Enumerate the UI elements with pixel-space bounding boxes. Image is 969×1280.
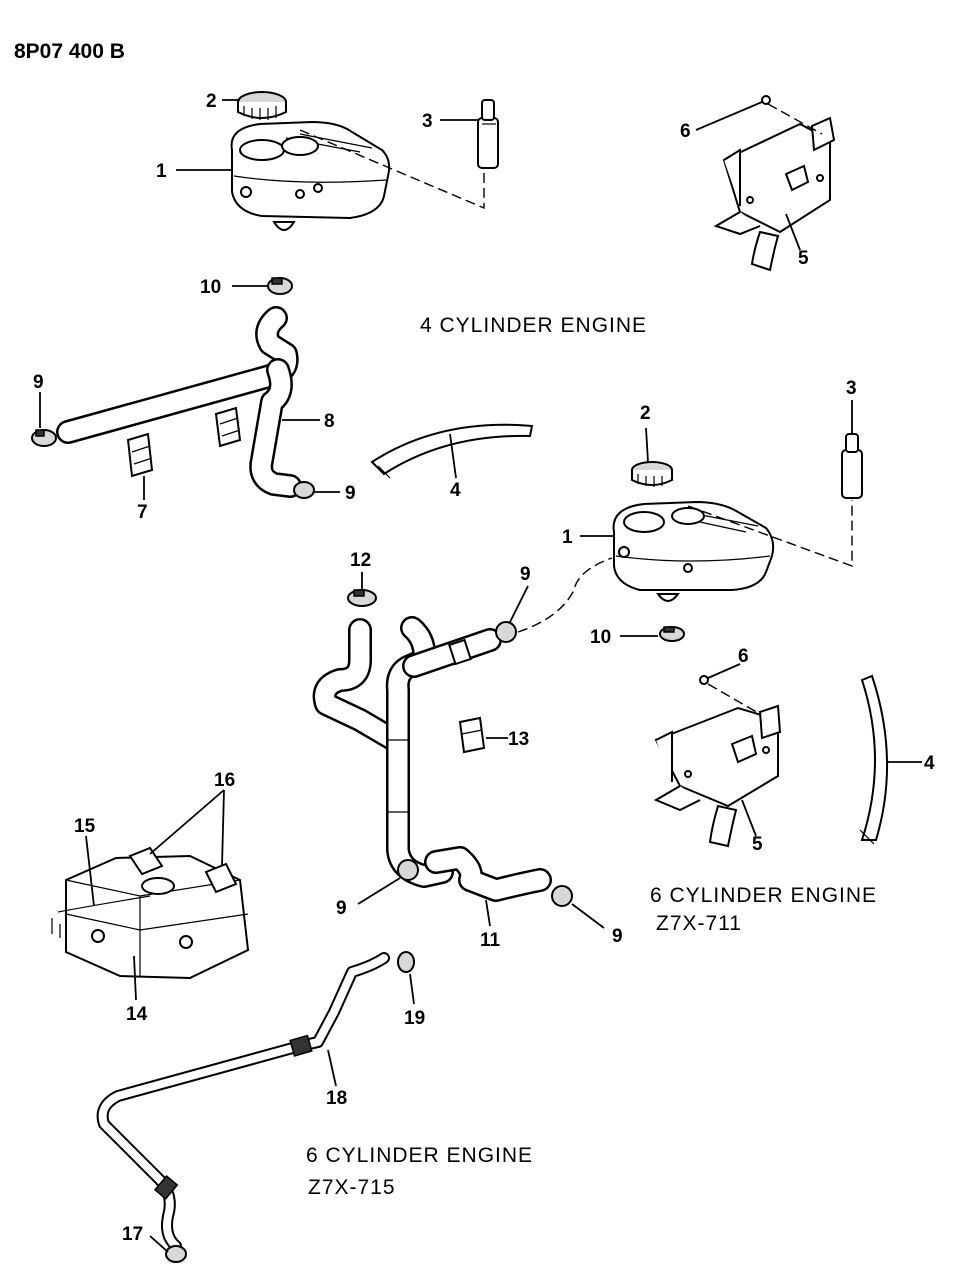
callout-4-upper: 4	[450, 480, 461, 501]
callout-9-left: 9	[33, 372, 44, 393]
callout-10-upper: 10	[200, 277, 221, 298]
callout-10-lower: 10	[590, 627, 611, 648]
heater-hose-4cyl	[56, 306, 302, 498]
caption-4-cylinder: 4 CYLINDER ENGINE	[420, 314, 647, 337]
hose-clamp-9-upper	[495, 621, 517, 643]
callout-14: 14	[126, 1004, 148, 1025]
reservoir-cap-6cyl	[631, 461, 673, 487]
hose-clip-13	[458, 716, 486, 754]
hold-down-strap-4cyl	[370, 423, 534, 479]
hose-clamp-9-lower-left	[397, 859, 419, 881]
callout-9-lower-left: 9	[336, 898, 347, 919]
callout-13: 13	[508, 729, 529, 750]
callout-9-mid: 9	[345, 483, 356, 504]
callout-9-upper-right: 9	[520, 564, 531, 585]
callout-5-lower: 5	[752, 834, 763, 855]
callout-7: 7	[137, 502, 148, 523]
callout-3-lower: 3	[846, 378, 857, 399]
overflow-hose-18	[96, 952, 390, 1252]
callout-5-upper: 5	[798, 248, 809, 269]
caption-code-a: Z7X-711	[656, 912, 742, 935]
heater-hose-6cyl	[312, 616, 552, 902]
level-sensor-6cyl	[841, 433, 863, 499]
callout-15: 15	[74, 816, 96, 837]
callout-2-upper: 2	[206, 91, 217, 112]
level-sensor-4cyl	[477, 99, 499, 169]
reservoir-bracket-6cyl	[653, 704, 782, 848]
callout-3-upper: 3	[422, 111, 433, 132]
hose-clamp-10-4cyl	[267, 277, 293, 295]
hose-clamp-9-mid	[293, 481, 315, 499]
callout-8: 8	[324, 411, 335, 432]
hold-down-strap-6cyl	[859, 674, 889, 845]
leader-lines	[39, 99, 922, 1253]
callout-4-lower: 4	[924, 753, 935, 774]
bolt-6cyl	[699, 675, 709, 685]
reservoir-bracket-4cyl	[713, 116, 836, 272]
callout-9-lower-right: 9	[612, 926, 623, 947]
hose-clamp-10-6cyl	[659, 626, 685, 642]
caption-6-cylinder-b: 6 CYLINDER ENGINE	[306, 1144, 533, 1167]
hose-clamp-9-left	[31, 429, 57, 447]
callout-11: 11	[480, 930, 501, 951]
callout-2-lower: 2	[640, 403, 651, 424]
callout-6-lower: 6	[738, 646, 749, 667]
callout-numbers: 1 2 3 6 5 10 9 8 7 9 4 2 3 1 12 9 10 6 1…	[33, 91, 935, 1245]
hose-clip-7b	[214, 406, 242, 448]
hose-clamp-9-lower-right	[551, 885, 573, 907]
bolt-4cyl	[761, 95, 771, 105]
caption-6-cylinder-a: 6 CYLINDER ENGINE	[650, 884, 877, 907]
coolant-tank-6cyl-715	[51, 846, 250, 980]
callout-12: 12	[350, 550, 371, 571]
hose-clamp-12	[347, 589, 377, 607]
reservoir-cap-4cyl	[237, 91, 287, 120]
callout-17: 17	[122, 1224, 143, 1245]
hose-clamp-19	[397, 951, 415, 973]
callout-6-upper: 6	[680, 121, 691, 142]
callout-1-upper: 1	[156, 161, 167, 182]
caption-code-b: Z7X-715	[308, 1176, 396, 1199]
drawing-number: 8P07 400 B	[14, 40, 125, 63]
hose-clip-7	[126, 432, 154, 478]
hose-clamp-17	[165, 1245, 187, 1263]
callout-16: 16	[214, 770, 235, 791]
coolant-reservoir-4cyl	[230, 120, 391, 231]
callout-19: 19	[404, 1008, 425, 1029]
coolant-reservoir-6cyl	[612, 500, 775, 602]
callout-18: 18	[326, 1088, 347, 1109]
callout-1-lower: 1	[562, 527, 573, 548]
